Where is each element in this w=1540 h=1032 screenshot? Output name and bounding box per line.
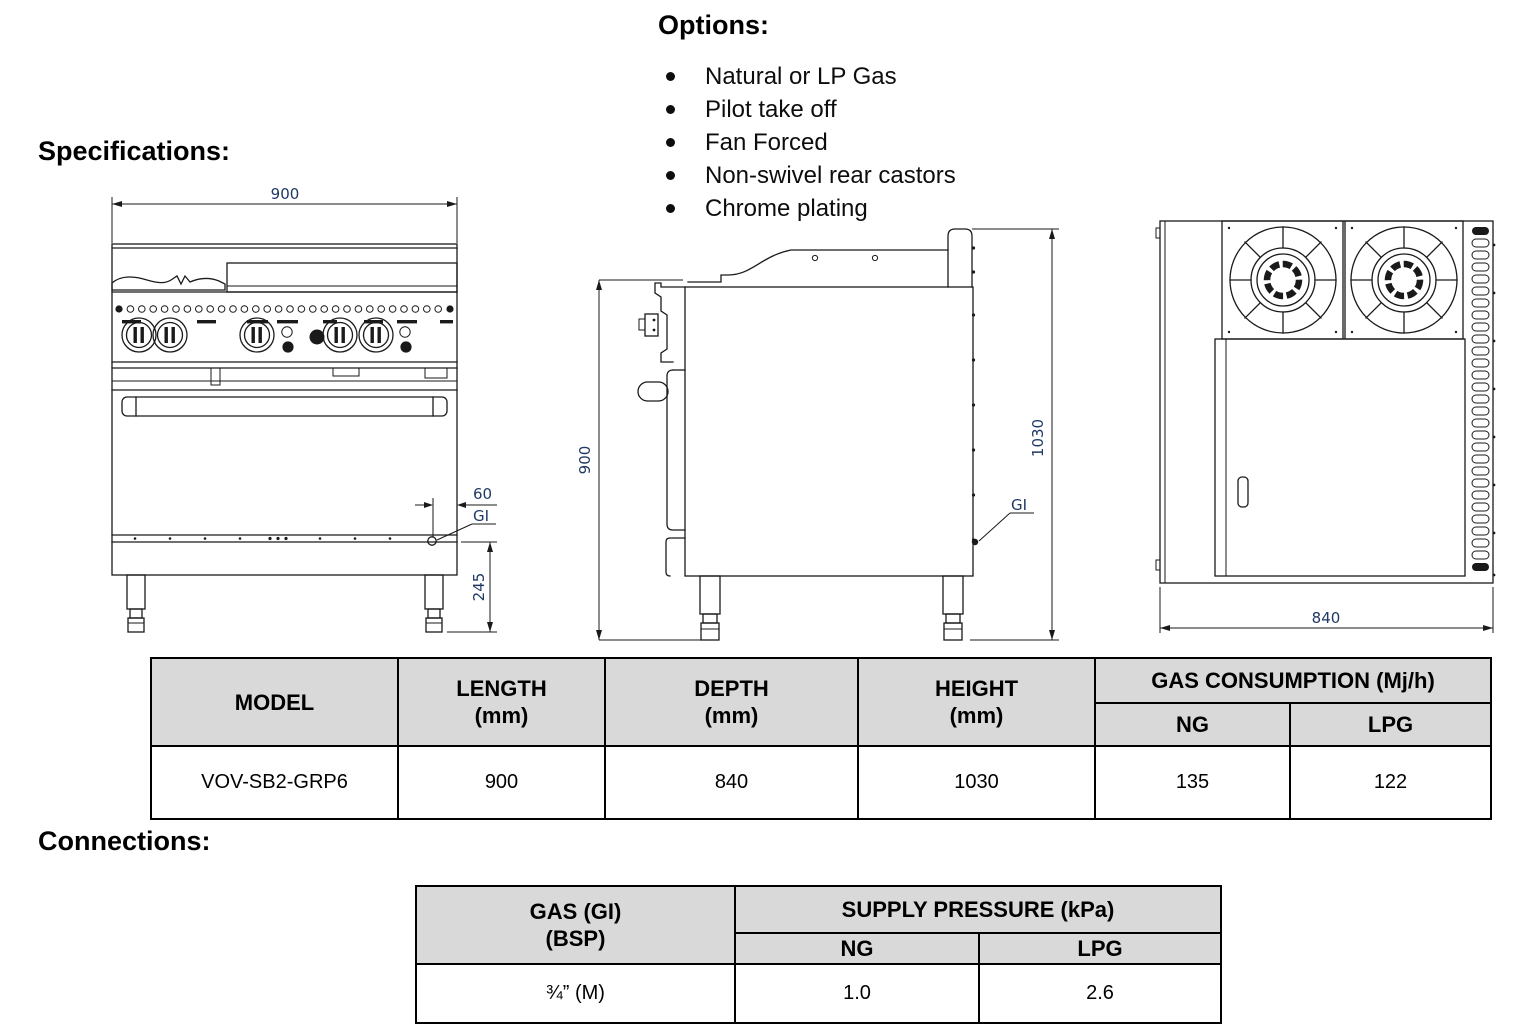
col-header-gas-consumption: GAS CONSUMPTION (Mj/h) <box>1093 657 1493 704</box>
side-door-handle <box>637 381 669 402</box>
side-knob <box>638 313 659 337</box>
vent-holes-row <box>115 305 454 313</box>
col-header-supply-pressure: SUPPLY PRESSURE (kPa) <box>733 885 1223 934</box>
front-inlet-offset-dim-label: 60 <box>473 485 492 503</box>
col-header-lpg: LPG <box>977 932 1223 965</box>
side-body-height-dim-label: 900 <box>576 446 594 475</box>
cell-ng: 135 <box>1094 745 1291 820</box>
option-item: Non-swivel rear castors <box>658 159 956 192</box>
bullet-icon <box>666 72 675 81</box>
cover-handle-slot <box>1237 476 1249 508</box>
option-item: Pilot take off <box>658 93 956 126</box>
option-label: Chrome plating <box>705 195 868 222</box>
col-header-length: LENGTH (mm) <box>397 657 606 747</box>
col-header-model: MODEL <box>150 657 399 747</box>
cell-model: VOV-SB2-GRP6 <box>150 745 399 820</box>
specifications-table: MODEL LENGTH (mm) DEPTH (mm) HEIGHT (mm)… <box>150 657 1493 820</box>
table-row: ¾” (M) 1.0 2.6 <box>415 963 1223 1024</box>
col-header-gas: GAS (GI) (BSP) <box>415 885 736 965</box>
option-label: Natural or LP Gas <box>705 63 897 90</box>
table-row: VOV-SB2-GRP6 900 840 1030 135 122 <box>150 745 1493 820</box>
options-heading: Options: <box>658 10 769 40</box>
specifications-heading: Specifications: <box>38 136 231 166</box>
burner-right <box>1344 220 1464 340</box>
bullet-icon <box>666 171 675 180</box>
cell-length: 900 <box>397 745 606 820</box>
legs <box>126 574 444 633</box>
top-depth-dim-label: 840 <box>1312 609 1341 627</box>
option-label: Non-swivel rear castors <box>705 162 956 189</box>
connections-table: GAS (GI) (BSP) SUPPLY PRESSURE (kPa) NG … <box>415 885 1223 1024</box>
control-knobs <box>121 317 412 353</box>
option-label: Pilot take off <box>705 96 837 123</box>
cell-ng-pressure: 1.0 <box>734 963 980 1024</box>
burner-trivet <box>111 274 226 291</box>
side-view-drawing: 900 <box>576 228 1059 641</box>
col-header-ng: NG <box>1094 702 1291 747</box>
cell-gas-size: ¾” (M) <box>415 963 736 1024</box>
bullet-icon <box>666 105 675 114</box>
gas-inlet-marker <box>427 536 437 546</box>
cell-lpg: 122 <box>1288 745 1493 820</box>
col-header-depth: DEPTH (mm) <box>604 657 859 747</box>
burner-left <box>1221 220 1344 340</box>
side-gas-inlet-label: GI <box>1011 496 1027 514</box>
front-gas-inlet-label: GI <box>473 507 489 525</box>
top-view-drawing: 840 <box>1155 220 1496 633</box>
col-header-height: HEIGHT (mm) <box>857 657 1096 747</box>
side-overall-height-dim-label: 1030 <box>1029 419 1047 457</box>
bullet-icon <box>666 138 675 147</box>
cell-height: 1030 <box>857 745 1096 820</box>
option-item: Natural or LP Gas <box>658 60 956 93</box>
cell-lpg-pressure: 2.6 <box>977 963 1223 1024</box>
front-view-drawing: 900 <box>111 185 497 633</box>
option-item: Chrome plating <box>658 192 956 225</box>
col-header-ng: NG <box>734 932 980 965</box>
vent-slot-column <box>1471 227 1496 577</box>
option-label: Fan Forced <box>705 129 828 156</box>
connections-heading: Connections: <box>38 826 211 856</box>
options-list: Natural or LP Gas Pilot take off Fan For… <box>658 60 956 225</box>
oven-door-handle <box>121 396 448 417</box>
cell-depth: 840 <box>604 745 859 820</box>
front-width-dim-label: 900 <box>271 185 300 203</box>
gas-rail-dots <box>133 536 392 541</box>
gas-inlet-marker <box>971 538 979 546</box>
front-base-height-dim-label: 245 <box>470 573 488 602</box>
bullet-icon <box>666 204 675 213</box>
legs <box>699 575 964 641</box>
option-item: Fan Forced <box>658 126 956 159</box>
col-header-lpg: LPG <box>1288 702 1493 747</box>
